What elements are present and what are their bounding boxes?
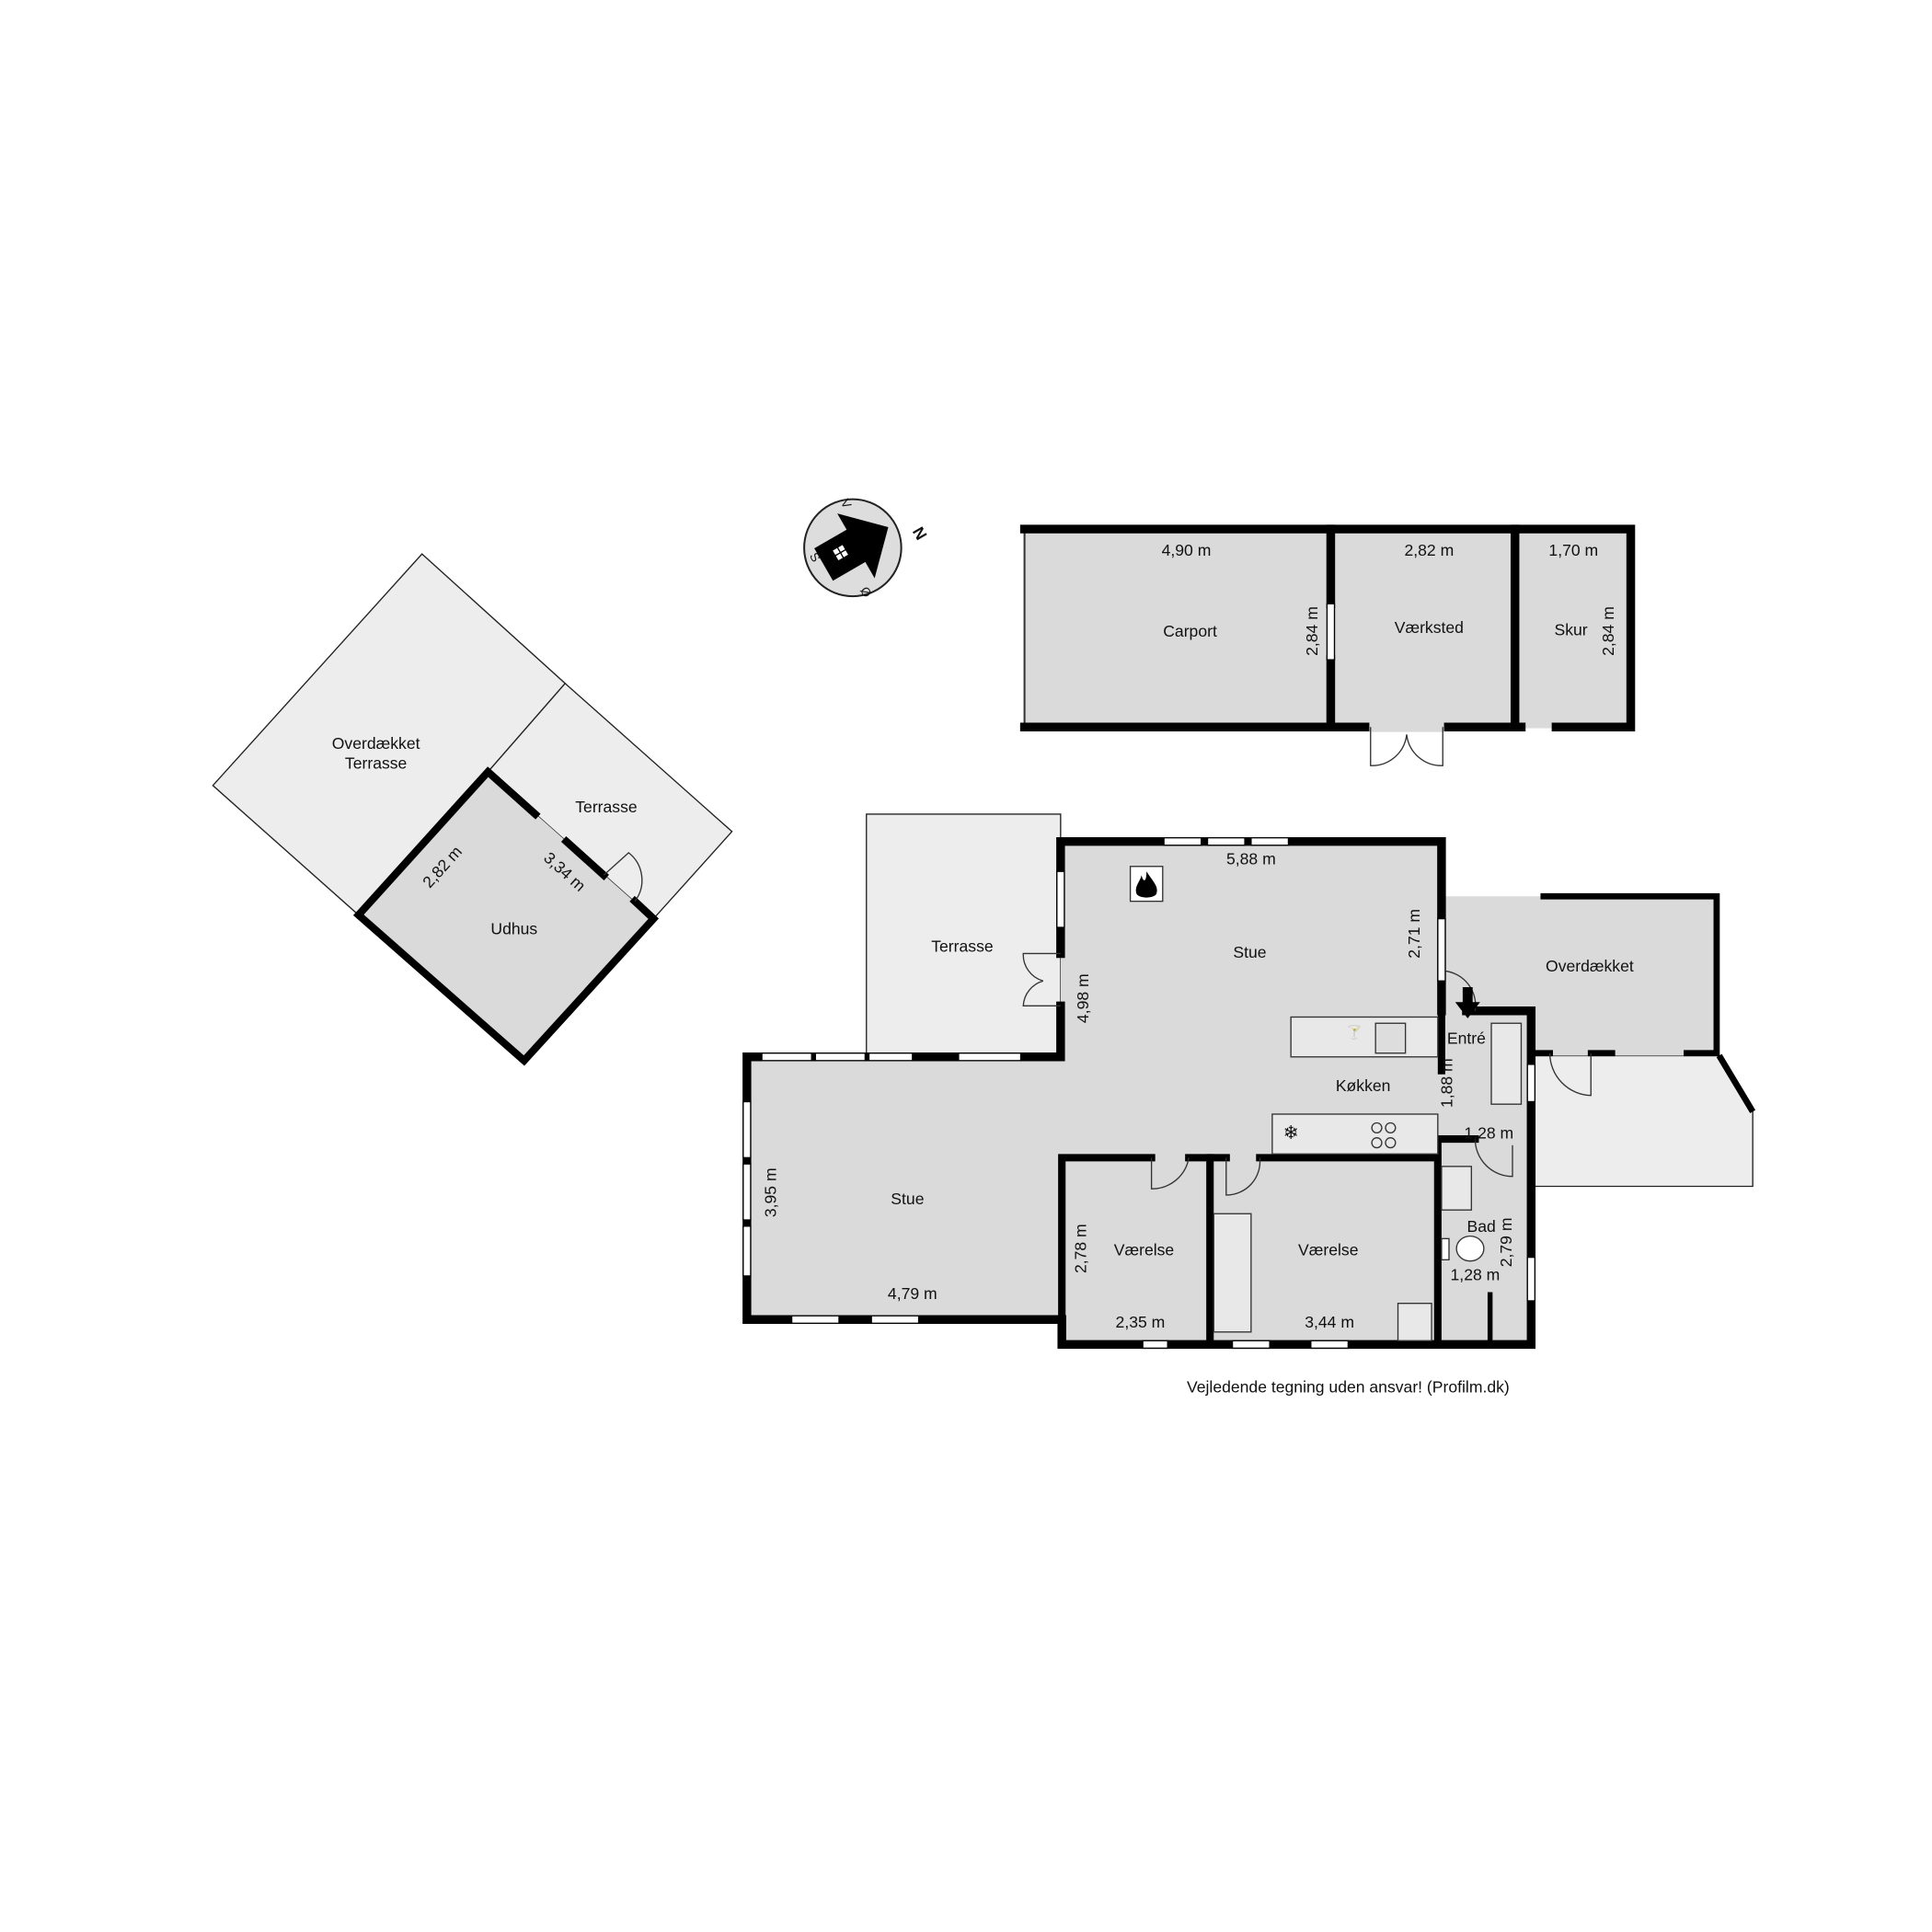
windows: [742, 836, 1536, 1350]
stue-upper-label: Stue: [1233, 943, 1266, 961]
vaerelse1-depth: 2,78 m: [1071, 1224, 1089, 1273]
vaerelse1-width: 2,35 m: [1116, 1313, 1166, 1331]
kitchen-counter-top: [1290, 1016, 1439, 1058]
overdaekket-label: Overdækket: [1546, 957, 1634, 975]
terrasse-label: Terrasse: [575, 798, 637, 816]
vaerksted-width: 2,82 m: [1404, 541, 1454, 559]
entre-dim: 1,88 m: [1437, 1058, 1455, 1108]
skur-depth: 2,84 m: [1599, 606, 1617, 656]
carport-width: 4,90 m: [1162, 541, 1212, 559]
stue-upper-width: 5,88 m: [1226, 850, 1276, 868]
terrasse-label: Terrasse: [931, 937, 993, 955]
stue-lower-label: Stue: [891, 1190, 924, 1208]
carport-depth: 2,84 m: [1303, 606, 1321, 656]
stue-upper-depth: 2,71 m: [1405, 909, 1423, 959]
stue-upper-height: 4,98 m: [1074, 973, 1092, 1023]
terrasse-area: [866, 813, 1062, 1054]
washbasin-icon: [1441, 1166, 1473, 1211]
skur-width: 1,70 m: [1548, 541, 1598, 559]
svg-text:🍸: 🍸: [1347, 1025, 1363, 1040]
wardrobe: [1213, 1213, 1252, 1333]
bad-depth: 2,79 m: [1497, 1218, 1515, 1268]
vaerelse1-door[interactable]: [1150, 1157, 1190, 1190]
sink-icon: [1374, 1022, 1407, 1054]
bad-door[interactable]: [1474, 1139, 1513, 1178]
entre-label: Entré: [1447, 1029, 1486, 1047]
entrance-arrow-icon: [1455, 987, 1480, 1018]
stue-lower-depth: 3,95 m: [762, 1167, 780, 1217]
bad-label: Bad: [1467, 1217, 1496, 1236]
vaerelse2-label: Værelse: [1298, 1240, 1358, 1259]
fireplace-icon: [1129, 866, 1164, 903]
vaerelse2-width: 3,44 m: [1305, 1313, 1354, 1331]
vaerelse1-label: Værelse: [1114, 1240, 1174, 1259]
disclaimer: Vejledende tegning uden ansvar! (Profilm…: [1187, 1377, 1510, 1396]
skur-label: Skur: [1555, 621, 1588, 639]
overdaekket-terrasse-label-1: Overdækket: [332, 734, 420, 753]
udhus-floor: [358, 771, 654, 1061]
toilet-icon: [1455, 1235, 1485, 1262]
terrasse-double-door[interactable]: [1022, 952, 1061, 1006]
open-terrace-area: [1533, 1054, 1754, 1188]
stue-lower-width: 4,79 m: [888, 1284, 937, 1303]
freezer-icon: ❄: [1283, 1123, 1299, 1144]
outbuilding: 4,90 m Carport 2,84 m 2,82 m Værksted 1,…: [1019, 524, 1636, 766]
kitchen-counter-bottom: [1271, 1113, 1439, 1155]
compass-icon: N S Ø V: [803, 497, 931, 600]
koekken-label: Køkken: [1336, 1076, 1391, 1095]
vaerksted-label: Værksted: [1395, 618, 1464, 637]
vaerelse2-door[interactable]: [1225, 1157, 1261, 1196]
main-house: 🍸 ❄ Terrasse Stue 5,88 m 2,71 m 4,98 m O…: [742, 813, 1756, 1350]
compass-north: N: [909, 523, 931, 543]
entre-width: 1,28 m: [1464, 1123, 1513, 1142]
udhus-label: Udhus: [490, 919, 537, 937]
carport-label: Carport: [1163, 622, 1217, 640]
stove-icon: [1371, 1121, 1397, 1149]
udhus-group: Overdækket Terrasse Terrasse Udhus 2,82 …: [212, 553, 733, 1066]
bad-width: 1,28 m: [1451, 1266, 1501, 1284]
overdaekket-terrasse-label-2: Terrasse: [345, 753, 407, 772]
wardrobe: [1490, 1022, 1523, 1105]
vaerksted-double-door[interactable]: [1370, 727, 1443, 766]
